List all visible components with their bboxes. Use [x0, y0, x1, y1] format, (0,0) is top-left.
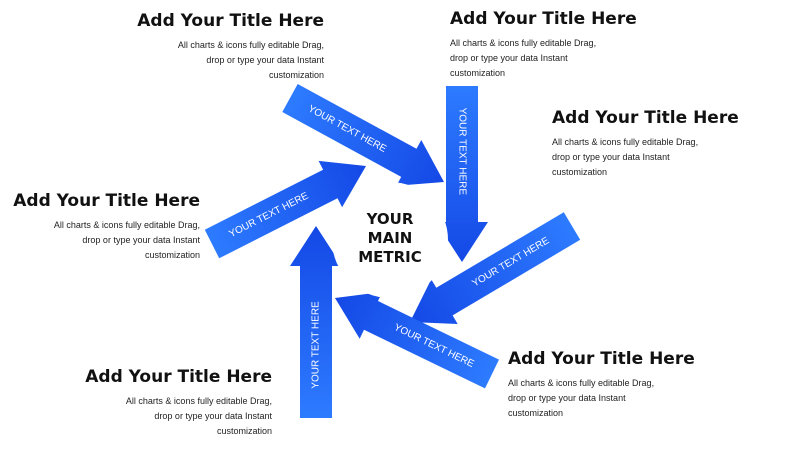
- arrow-6: [204, 160, 366, 259]
- arrow-5: [290, 226, 342, 418]
- main-metric-line-3: METRIC: [358, 248, 422, 266]
- arrow-1: [282, 84, 444, 186]
- title-block-top-right: Add Your Title Here All charts & icons f…: [450, 8, 650, 81]
- title-block-left: Add Your Title Here All charts & icons f…: [0, 190, 200, 263]
- block-description: All charts & icons fully editable Drag, …: [177, 40, 324, 80]
- block-description: All charts & icons fully editable Drag, …: [125, 396, 272, 436]
- arrow-2: [436, 86, 488, 262]
- title-block-bottom-right: Add Your Title Here All charts & icons f…: [508, 348, 708, 421]
- block-description: All charts & icons fully editable Drag, …: [450, 38, 597, 78]
- arrow-2-label: YOUR TEXT HERE: [456, 108, 467, 196]
- arrow-3: [410, 212, 581, 324]
- block-title: Add Your Title Here: [85, 367, 272, 387]
- arrow-5-label: YOUR TEXT HERE: [311, 301, 322, 389]
- arrow-4: [335, 292, 499, 389]
- block-title: Add Your Title Here: [552, 108, 739, 128]
- block-title: Add Your Title Here: [13, 191, 200, 211]
- block-description: All charts & icons fully editable Drag, …: [508, 378, 655, 418]
- block-description: All charts & icons fully editable Drag, …: [53, 220, 200, 260]
- main-metric-line-2: MAIN: [367, 229, 413, 247]
- center-circle: [332, 182, 448, 298]
- block-title: Add Your Title Here: [137, 11, 324, 31]
- main-metric-line-1: YOUR: [366, 210, 414, 228]
- block-title: Add Your Title Here: [450, 9, 637, 29]
- block-description: All charts & icons fully editable Drag, …: [552, 137, 699, 177]
- block-title: Add Your Title Here: [508, 349, 695, 369]
- title-block-right: Add Your Title Here All charts & icons f…: [552, 107, 752, 180]
- title-block-top-left: Add Your Title Here All charts & icons f…: [124, 10, 324, 83]
- main-metric: YOUR MAIN METRIC: [330, 210, 450, 267]
- title-block-bottom-left: Add Your Title Here All charts & icons f…: [72, 366, 272, 439]
